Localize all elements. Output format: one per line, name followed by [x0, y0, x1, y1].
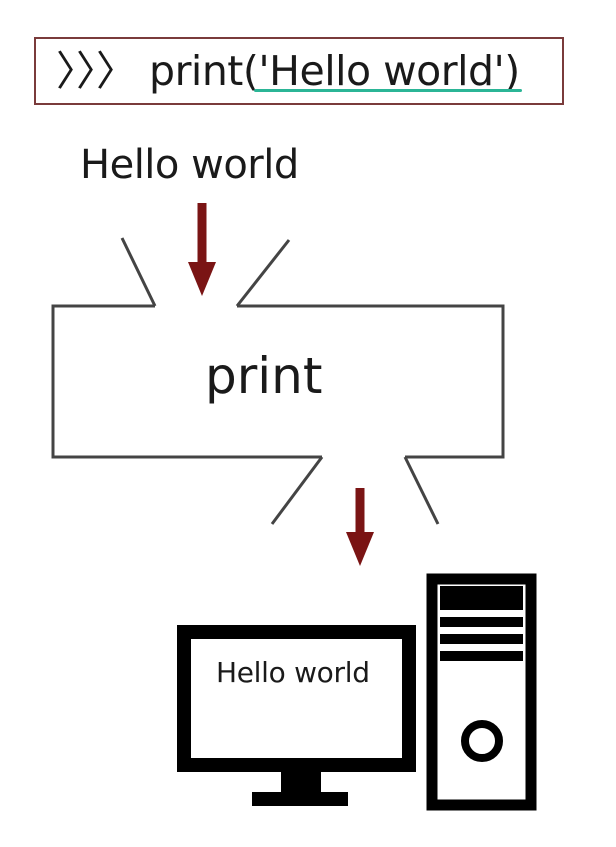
print-function-box — [51, 237, 505, 525]
code-box: 〉〉〉 print('Hello world') — [34, 37, 564, 105]
code-prompt: 〉〉〉 — [56, 47, 137, 95]
code-statement: print('Hello world') — [149, 47, 520, 95]
string-underline — [254, 89, 522, 92]
monitor — [177, 625, 416, 806]
function-name: print — [205, 347, 323, 405]
down-arrow-icon — [346, 488, 374, 566]
computer-icon — [177, 573, 537, 811]
screen-output-text: Hello world — [216, 656, 370, 689]
code-line: 〉〉〉 print('Hello world') — [56, 45, 520, 97]
tower — [426, 573, 537, 811]
down-arrow-icon — [188, 203, 216, 296]
input-text: Hello world — [80, 142, 299, 188]
